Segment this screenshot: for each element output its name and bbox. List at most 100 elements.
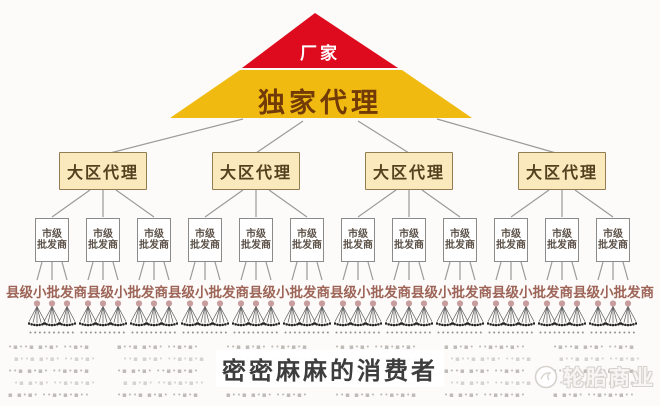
consumer-dot [399, 322, 403, 325]
consumer-subdot [308, 331, 310, 334]
consumer-fan-cluster [334, 300, 382, 334]
consumer-dot [38, 323, 41, 327]
consumer-dot [162, 323, 165, 326]
consumer-subdot [94, 331, 97, 334]
consumer-subdot [257, 331, 259, 334]
consumer-dot [497, 323, 500, 327]
wholesaler-head-icon [150, 300, 158, 307]
consumer-dot [614, 323, 617, 327]
consumer-dot [42, 322, 46, 325]
consumer-dot [68, 323, 71, 327]
consumer-subdot [271, 331, 274, 334]
connector-line [520, 261, 527, 281]
consumer-subdot [322, 331, 325, 334]
consumer-subdot [386, 331, 389, 334]
consumer-dot [354, 323, 357, 327]
wholesaler-head-icon [237, 300, 245, 307]
consumer-subdot [475, 331, 478, 334]
consumer-subdot [136, 331, 139, 334]
wholesaler-head-icon [318, 300, 326, 307]
consumer-dot [108, 322, 112, 325]
consumer-dot [328, 322, 331, 325]
consumer-dot [489, 323, 492, 326]
consumer-dot [379, 322, 382, 325]
watermark: 轮胎商业 [533, 362, 655, 392]
consumer-dot [269, 323, 273, 327]
consumers-caption: 密密麻麻的消费者 [216, 350, 444, 387]
connector-line [342, 261, 349, 281]
consumer-dots-row: •▪••▪ ▪•▪• ••▪•▪ [553, 343, 635, 351]
consumer-dot [198, 323, 201, 326]
consumer-fan-cluster [283, 300, 331, 334]
consumer-dot [405, 323, 408, 327]
consumer-dot [407, 323, 411, 327]
consumer-subdot [391, 331, 394, 334]
consumer-dot [96, 323, 99, 326]
consumer-dots-row: ▪••▪ ▪•▪• ••▪•▪• [559, 355, 641, 363]
consumer-subdot [512, 331, 514, 334]
connector-line [255, 120, 304, 154]
consumer-subdot [191, 331, 194, 334]
consumer-dot [73, 322, 76, 325]
consumer-dot [374, 323, 377, 327]
consumer-subdot [122, 331, 125, 334]
consumer-dot [624, 323, 627, 327]
wholesaler-head-icon [390, 300, 398, 307]
watermark-logo-icon [534, 365, 558, 389]
consumer-dot [183, 323, 186, 326]
consumer-subdot [233, 331, 236, 334]
consumer-dot [371, 323, 375, 327]
connector-line [61, 261, 68, 281]
connector-line [418, 261, 425, 281]
factory-label: 厂家 [300, 44, 340, 64]
consumer-subdot [470, 331, 473, 334]
consumer-dot [152, 323, 156, 327]
consumer-dot [201, 323, 204, 327]
consumer-subdot [71, 331, 74, 334]
wholesaler-head-icon [471, 300, 479, 307]
consumer-dot [272, 323, 275, 327]
consumer-subdot [261, 331, 264, 334]
connector-line [138, 261, 145, 281]
consumer-subdot [67, 331, 70, 334]
consumer-dots-row: ••▪ ▪•▪• ••▪•▪•▪ [553, 367, 635, 375]
city-wholesaler-label-line2: 批发商 [88, 240, 118, 251]
consumer-dot [519, 323, 522, 326]
consumer-subdot [497, 331, 500, 334]
city-wholesaler-label-line2: 批发商 [292, 240, 322, 251]
consumer-subdot [275, 331, 278, 334]
consumer-dots-row: •▪ ▪•▪• ••▪•▪•▪• [335, 343, 417, 351]
consumer-dot [428, 323, 431, 326]
consumer-subdot [368, 331, 371, 334]
consumer-dot [173, 323, 176, 326]
connector-line [444, 261, 451, 281]
connector-line [421, 189, 461, 218]
consumer-dot [33, 323, 36, 327]
consumer-subdot [215, 331, 218, 334]
consumer-subdot [206, 331, 208, 334]
consumer-dot [89, 323, 92, 327]
consumer-subdot [298, 331, 301, 334]
city-wholesaler-box: 市级批发商 [35, 218, 69, 262]
consumer-dot [218, 323, 222, 327]
consumer-dots-row: •▪••▪ ▪•▪• ••▪•▪ [450, 355, 532, 363]
connector-line [571, 261, 578, 281]
wholesaler-head-icon [48, 300, 56, 307]
consumer-dot [450, 322, 454, 325]
consumer-dot [175, 322, 178, 325]
consumer-dot [45, 323, 48, 326]
consumer-subdot [354, 331, 357, 334]
consumer-dot [221, 323, 224, 327]
consumer-dot [242, 323, 245, 327]
wholesaler-head-icon [522, 300, 530, 307]
consumer-dot [104, 323, 107, 327]
consumer-dot [456, 323, 459, 327]
consumer-dot [344, 323, 347, 327]
consumer-subdot [446, 331, 449, 334]
consumer-subdot [326, 331, 329, 334]
city-wholesaler-box: 市级批发商 [392, 218, 426, 262]
consumer-subdot [242, 331, 245, 334]
consumer-dot [618, 322, 622, 325]
consumer-subdot [465, 331, 468, 334]
